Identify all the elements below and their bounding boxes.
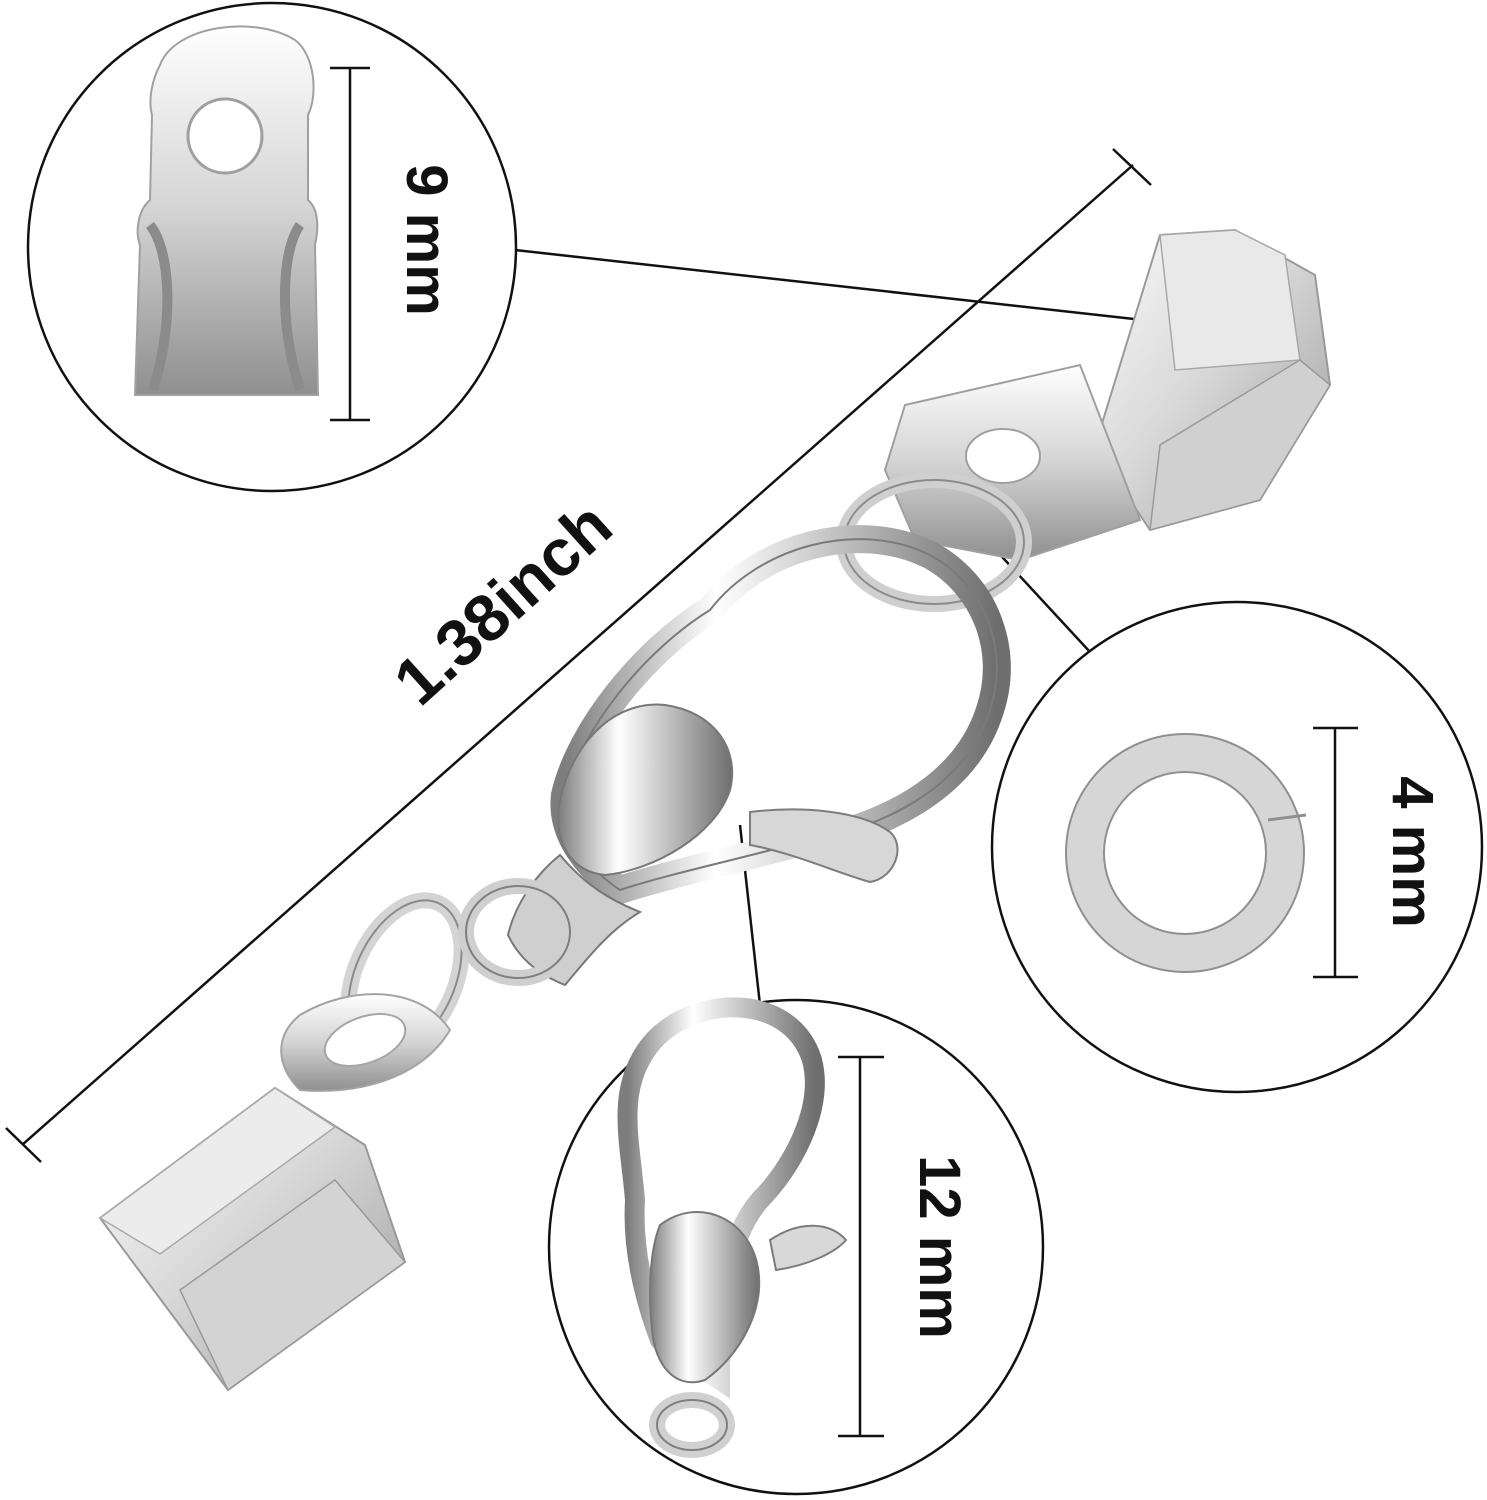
length-label: 1.38inch [380,487,626,719]
lobster-clasp-main [458,525,1011,987]
length-dimension [5,148,1152,1163]
callout-circle-crimp: 9 mm [26,1,518,493]
callout-circle-clasp: 12 mm [547,997,1045,1496]
clasp-size-label: 12 mm [907,1155,972,1339]
crimp-size-label: 9 mm [394,164,459,316]
ring-size-label: 4 mm [1380,776,1445,928]
top-crimp-end [883,228,1332,562]
callout-circle-ring: 4 mm [990,600,1484,1094]
bottom-crimp-end [98,993,452,1392]
leader-line-crimp [514,248,1144,322]
